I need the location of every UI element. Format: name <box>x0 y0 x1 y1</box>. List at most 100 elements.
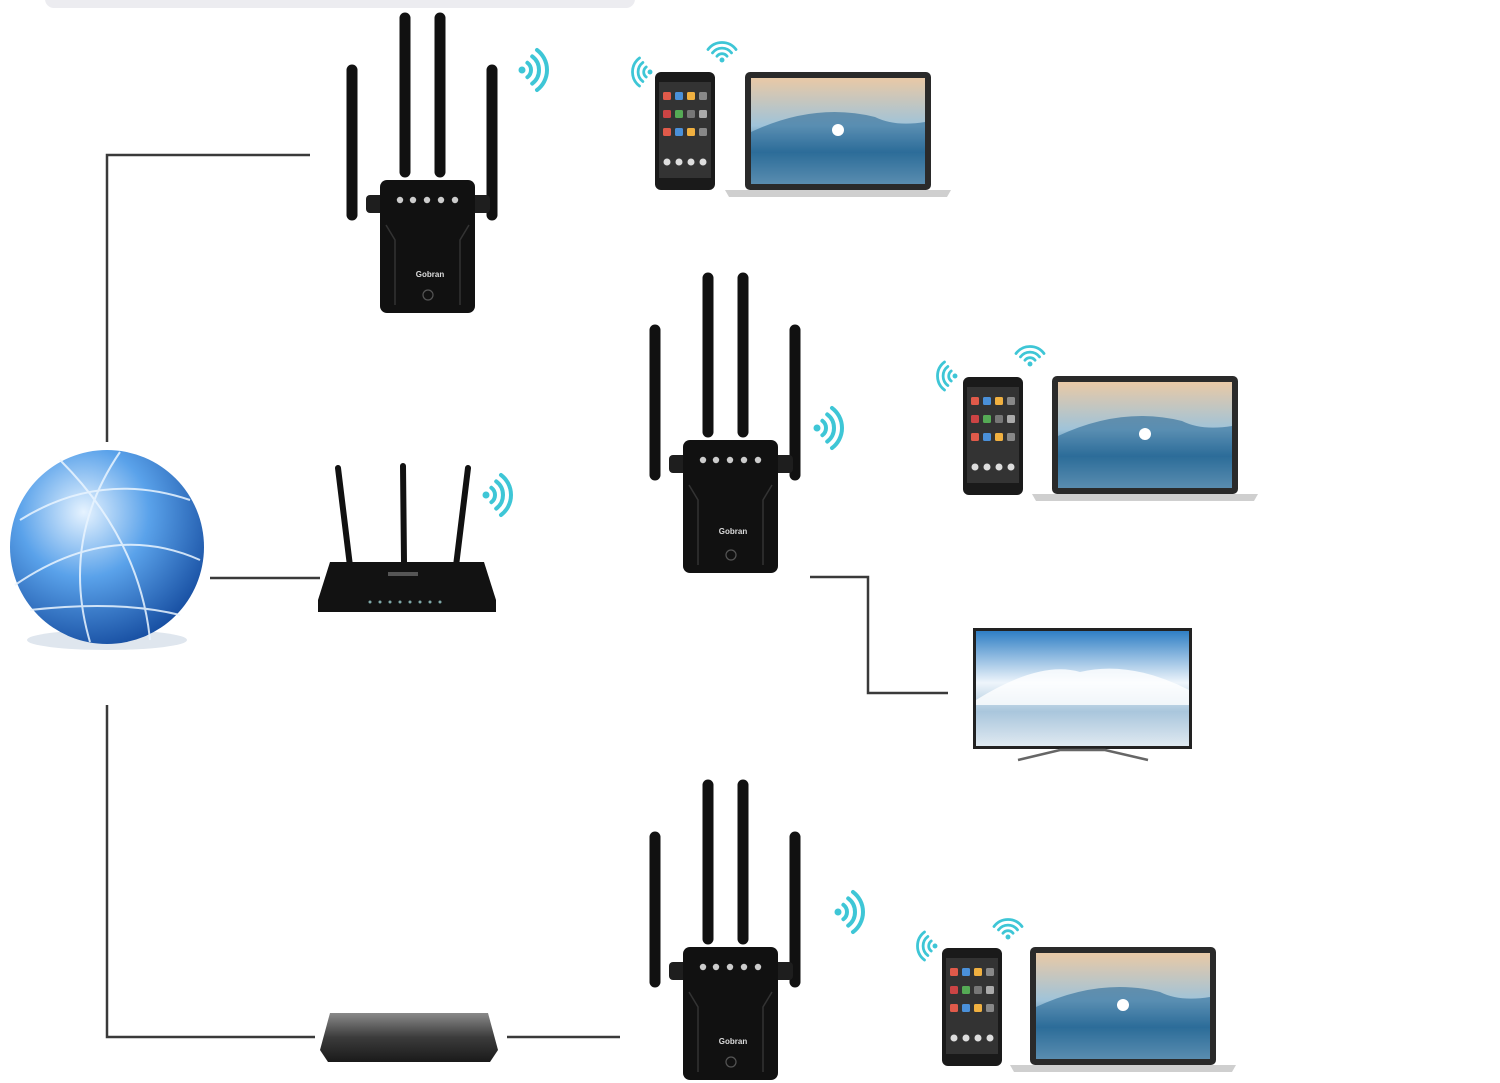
app-icon <box>1007 397 1015 405</box>
app-icon <box>699 128 707 136</box>
app-icon <box>983 433 991 441</box>
wifi-arc <box>489 485 497 505</box>
extender-body <box>380 180 475 313</box>
wifi-signal-icon <box>992 918 1024 940</box>
app-icon <box>995 433 1003 441</box>
status-led-icon <box>754 456 762 464</box>
app-icon <box>675 110 683 118</box>
wifi-arc <box>1014 345 1046 355</box>
wifi-dot <box>813 424 821 432</box>
wifi-dot <box>1005 934 1011 940</box>
wifi-signal-icon <box>518 48 549 92</box>
body-edge <box>688 991 773 1072</box>
app-icon <box>675 92 683 100</box>
app-icon <box>663 128 671 136</box>
app-icon <box>971 463 979 471</box>
wifi-arc <box>830 406 844 450</box>
wifi-signal-icon <box>936 360 958 392</box>
status-led-icon <box>726 456 734 464</box>
app-icon <box>950 986 958 994</box>
range-extender: Gobran <box>649 272 801 573</box>
status-led-icon <box>726 963 734 971</box>
wifi-arc <box>820 418 828 438</box>
app-icon <box>974 1034 982 1042</box>
status-led-icon <box>409 196 417 204</box>
app-icon <box>974 986 982 994</box>
apple-logo-icon <box>1139 428 1151 440</box>
wps-button-icon <box>725 549 737 561</box>
apple-logo-icon <box>832 124 844 136</box>
app-icon <box>663 110 671 118</box>
app-icon <box>986 968 994 976</box>
laptop-base <box>1010 1065 1236 1072</box>
app-icon <box>986 986 994 994</box>
app-icon <box>950 968 958 976</box>
wifi-dot <box>952 373 958 379</box>
wifi-dot <box>647 69 653 75</box>
line-globe-set-top-box <box>105 705 315 1039</box>
wifi-arc <box>642 65 648 79</box>
status-led-icon <box>712 456 720 464</box>
app-icon <box>962 986 970 994</box>
wifi-arc <box>992 918 1024 928</box>
app-icon <box>699 158 707 166</box>
wifi-arc <box>530 54 541 86</box>
status-led-icon <box>699 963 707 971</box>
wps-button-icon <box>422 289 434 301</box>
apple-logo-icon <box>1117 999 1129 1011</box>
status-led-icon <box>437 196 445 204</box>
app-icon <box>974 1004 982 1012</box>
wifi-router <box>318 463 496 612</box>
app-icon <box>983 397 991 405</box>
app-icon <box>983 463 991 471</box>
wave <box>1036 987 1210 1059</box>
extender-brand-label: Gobran <box>719 527 748 536</box>
wifi-arc <box>711 46 733 55</box>
status-led-icon <box>754 963 762 971</box>
wifi-signal-icon <box>834 890 865 934</box>
internet-globe-icon <box>10 450 204 650</box>
wifi-signal-icon <box>916 930 938 962</box>
wifi-arc <box>1019 350 1041 359</box>
connection-lines <box>105 153 948 1039</box>
wifi-arc <box>941 365 950 387</box>
laptop <box>1010 947 1236 1072</box>
wifi-arc <box>921 935 930 957</box>
app-icon <box>1007 433 1015 441</box>
wifi-arc <box>841 902 849 922</box>
wifi-arc <box>825 412 836 444</box>
app-icon <box>974 968 982 976</box>
wifi-signal-icon <box>1014 345 1046 367</box>
line-extender-2-tv <box>810 575 948 695</box>
range-extender: Gobran <box>649 779 801 1080</box>
laptop <box>1032 376 1258 501</box>
status-led-icon <box>699 456 707 464</box>
app-icon <box>962 1034 970 1042</box>
app-icon <box>1007 415 1015 423</box>
app-icon <box>663 158 671 166</box>
wifi-arc <box>706 41 738 51</box>
laptop-base <box>1032 494 1258 501</box>
wifi-arc <box>1023 356 1037 362</box>
line-globe-extender-1 <box>105 153 310 442</box>
wifi-arc <box>997 923 1019 932</box>
app-icon <box>663 92 671 100</box>
app-icon <box>995 415 1003 423</box>
extender-body <box>683 440 778 573</box>
wifi-arc <box>1001 929 1015 935</box>
smartphone <box>655 72 715 190</box>
set-top-box <box>320 1013 498 1062</box>
wifi-arc <box>715 52 729 58</box>
wifi-dot <box>834 908 842 916</box>
extender-brand-label: Gobran <box>719 1037 748 1046</box>
app-icon <box>995 463 1003 471</box>
app-icon <box>971 415 979 423</box>
status-led-icon <box>712 963 720 971</box>
wifi-arc <box>636 61 645 83</box>
app-icon <box>675 128 683 136</box>
status-led-icon <box>396 196 404 204</box>
app-icon <box>983 415 991 423</box>
wifi-arc <box>494 479 505 511</box>
extender-body <box>683 947 778 1080</box>
app-icon <box>687 110 695 118</box>
